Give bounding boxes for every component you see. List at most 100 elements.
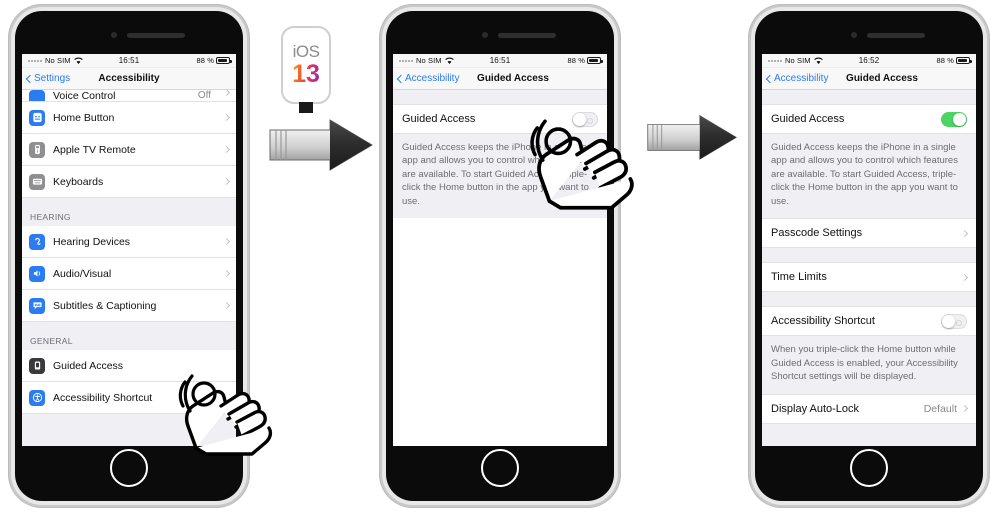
list-item-label: Keyboards (53, 175, 104, 188)
accessibility-settings-list[interactable]: Voice Control Off Home Button Apple TV R (22, 90, 236, 446)
ios-label: iOS (292, 42, 320, 61)
ios-badge-card: iOS 13 (281, 26, 331, 104)
step-arrow-1-icon (269, 119, 373, 171)
list-item-display-auto-lock[interactable]: Display Auto-Lock Default (762, 393, 976, 424)
carrier-label: No SIM (416, 56, 442, 65)
guided-access-label: Guided Access (402, 113, 476, 125)
list-item-label: Hearing Devices (53, 235, 131, 248)
list-item-guided-access[interactable]: Guided Access (22, 350, 236, 382)
list-item-label: Subtitles & Captioning (53, 299, 157, 312)
phone-2: No SIM 16:51 88 % Accessibility Guided A… (379, 4, 621, 508)
battery-icon (956, 57, 972, 64)
status-clock: 16:51 (118, 56, 140, 65)
guided-access-toggle-row[interactable]: Guided Access (762, 104, 976, 134)
list-item-passcode-settings[interactable]: Passcode Settings (762, 218, 976, 249)
badge-stem (299, 102, 313, 113)
list-item-label: Passcode Settings (771, 227, 863, 240)
ios-version-label: 13 (292, 60, 320, 88)
list-item-time-limits[interactable]: Time Limits (762, 262, 976, 293)
wifi-icon (73, 57, 83, 65)
section-spacer (393, 90, 607, 104)
phone-3-screen: No SIM 16:52 88 % Accessibility Guided A… (762, 54, 976, 446)
list-item-label: Home Button (53, 111, 115, 124)
signal-dots-icon (399, 59, 413, 62)
phone-1-nav-bar: Settings Accessibility (22, 68, 236, 90)
chevron-left-icon (25, 74, 35, 83)
chevron-right-icon (222, 90, 231, 97)
list-item-label: Time Limits (771, 271, 827, 284)
earpiece-speaker-icon (867, 33, 925, 38)
list-item-value: Default (923, 402, 957, 415)
phone-2-screen: No SIM 16:51 88 % Accessibility Guided A… (393, 54, 607, 446)
status-clock: 16:51 (489, 56, 511, 65)
battery-percent-label: 88 % (196, 56, 214, 65)
list-item-label: Guided Access (53, 359, 124, 372)
list-item-voice-control[interactable]: Voice Control Off (22, 90, 236, 102)
guided-access-page: Guided Access Guided Access keeps the iP… (393, 90, 607, 446)
phone-3: No SIM 16:52 88 % Accessibility Guided A… (748, 4, 990, 508)
status-right: 88 % (196, 56, 232, 65)
list-item-accessibility-shortcut[interactable]: Accessibility Shortcut (22, 382, 236, 414)
subtitles-captioning-icon (29, 297, 45, 314)
chevron-right-icon (960, 229, 969, 237)
guided-access-page: Guided Access Guided Access keeps the iP… (762, 90, 976, 446)
home-button[interactable] (110, 449, 148, 487)
carrier-label: No SIM (45, 56, 71, 65)
back-button[interactable]: Accessibility (396, 73, 459, 84)
row-accessory (941, 111, 967, 127)
chevron-right-icon (222, 145, 231, 154)
list-item-keyboards[interactable]: Keyboards (22, 166, 236, 198)
phone-1: No SIM 16:51 88 % Settings Accessibility (8, 4, 250, 508)
home-button[interactable] (481, 449, 519, 487)
list-item-apple-tv-remote[interactable]: Apple TV Remote (22, 134, 236, 166)
phone-1-status-bar: No SIM 16:51 88 % (22, 54, 236, 68)
phone-2-nav-bar: Accessibility Guided Access (393, 68, 607, 90)
keyboards-icon (29, 173, 45, 190)
accessibility-shortcut-toggle-row[interactable]: Accessibility Shortcut (762, 306, 976, 337)
guided-access-toggle[interactable] (572, 111, 598, 127)
phone-3-nav-bar: Accessibility Guided Access (762, 68, 976, 90)
list-item-subtitles-captioning[interactable]: Subtitles & Captioning (22, 290, 236, 322)
wifi-icon (813, 57, 823, 65)
battery-icon (216, 57, 232, 64)
phone-3-status-bar: No SIM 16:52 88 % (762, 54, 976, 68)
wifi-icon (444, 57, 454, 65)
tap-hand-cursor (178, 374, 273, 456)
guided-access-description: Guided Access keeps the iPhone in a sing… (762, 134, 976, 219)
battery-icon (587, 57, 603, 64)
phone-2-status-bar: No SIM 16:51 88 % (393, 54, 607, 68)
list-item-audio-visual[interactable]: Audio/Visual (22, 258, 236, 290)
row-accessory: Default (923, 402, 969, 415)
tap-hand-cursor (530, 119, 634, 210)
chevron-right-icon (222, 269, 231, 278)
list-item-label: Voice Control (53, 90, 116, 102)
row-accessory (941, 313, 967, 329)
status-right: 88 % (937, 56, 972, 65)
step-arrow-2-icon (647, 114, 738, 160)
chevron-right-icon (222, 237, 231, 246)
row-accessory (960, 229, 969, 237)
guided-access-toggle-row[interactable]: Guided Access (393, 104, 607, 134)
accessibility-shortcut-toggle[interactable] (941, 313, 967, 329)
chevron-left-icon (765, 74, 775, 83)
list-item-label: Audio/Visual (53, 267, 112, 280)
guided-access-label: Guided Access (771, 113, 845, 125)
signal-dots-icon (768, 59, 782, 62)
hearing-devices-icon (29, 233, 45, 250)
back-button[interactable]: Accessibility (765, 73, 828, 84)
list-bottom-spacer (22, 414, 236, 428)
row-accessory (960, 273, 969, 281)
list-item-home-button[interactable]: Home Button (22, 102, 236, 134)
front-camera-icon (111, 32, 117, 38)
page-title: Guided Access (846, 73, 918, 84)
back-button[interactable]: Settings (25, 73, 71, 84)
status-left: No SIM (768, 56, 823, 65)
empty-area (393, 218, 607, 446)
back-button-label: Settings (34, 73, 71, 84)
voice-control-icon (29, 90, 45, 101)
battery-percent-label: 88 % (567, 56, 585, 65)
guided-access-toggle[interactable] (941, 111, 967, 127)
list-item-hearing-devices[interactable]: Hearing Devices (22, 226, 236, 258)
home-button[interactable] (850, 449, 888, 487)
list-item-value: Off (197, 90, 211, 101)
